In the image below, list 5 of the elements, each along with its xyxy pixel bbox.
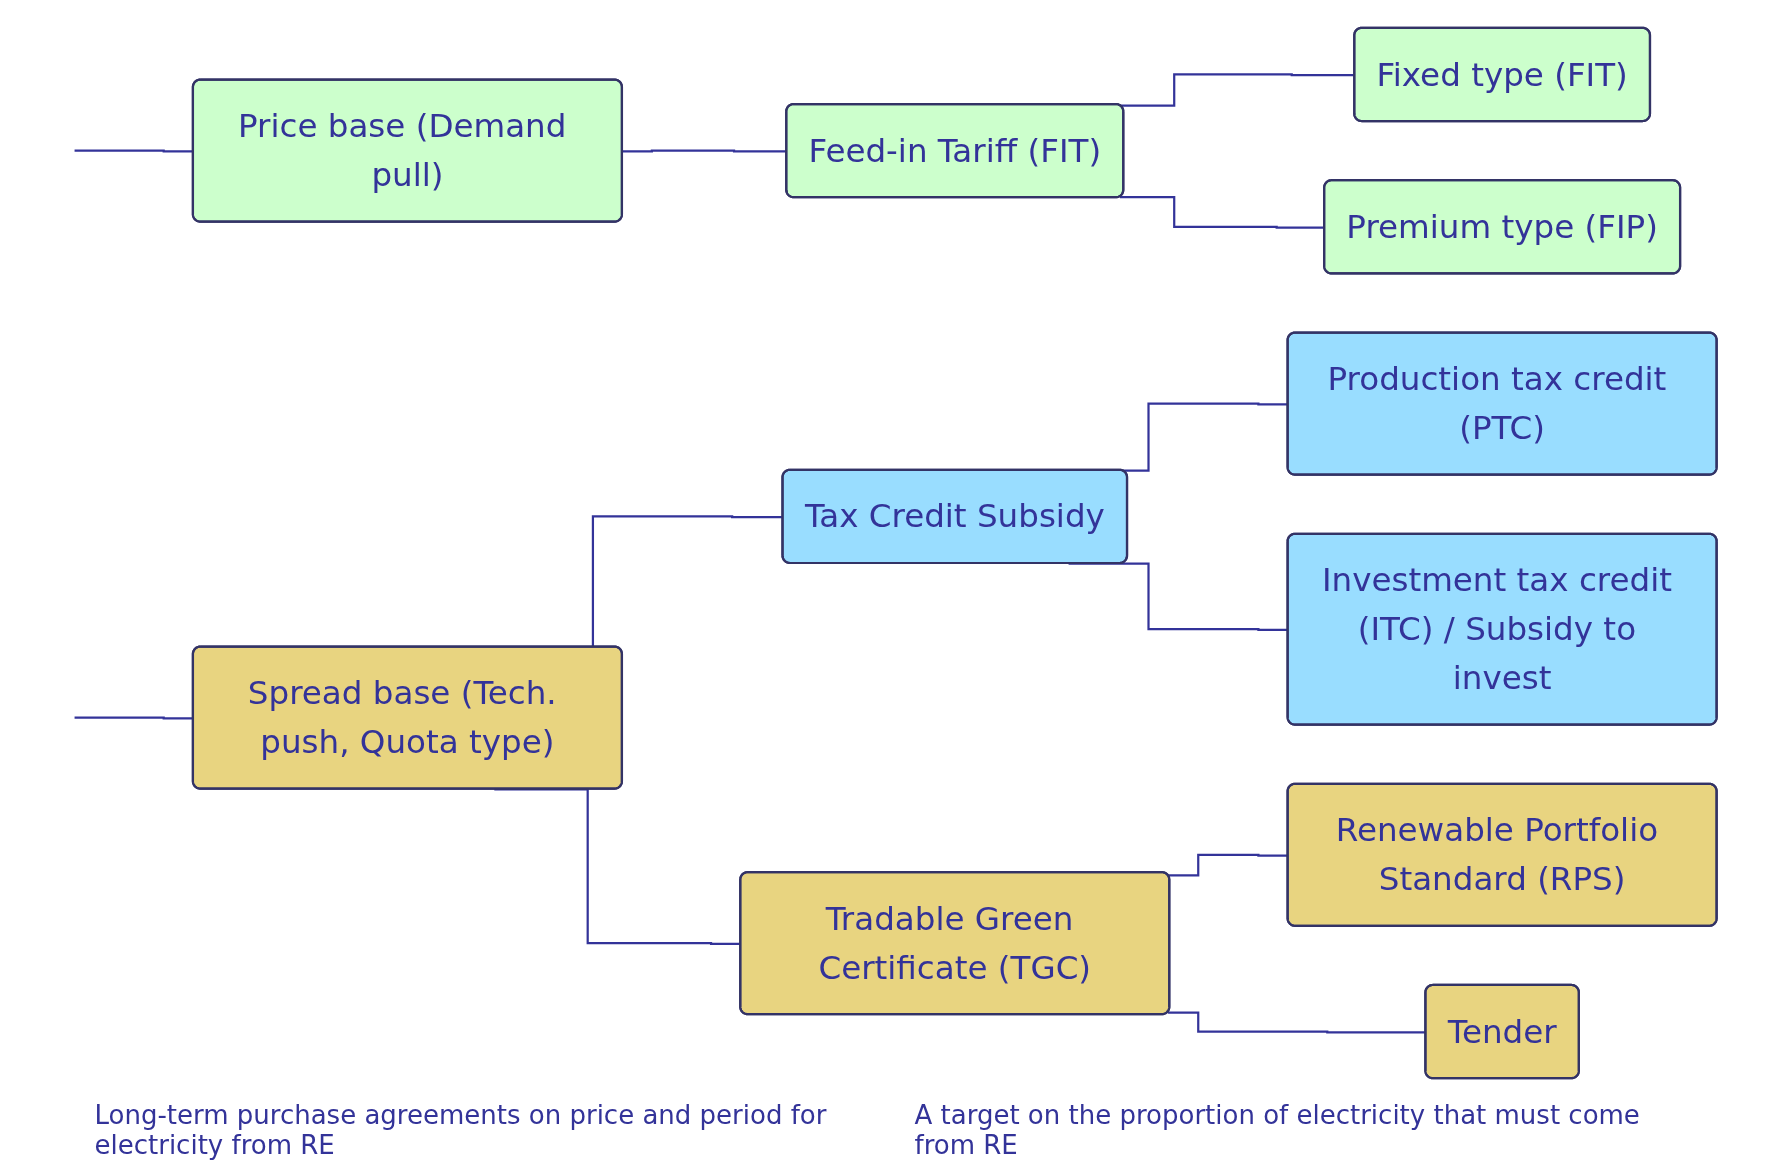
note-text: Long-term purchase agreements on price and period for electricity from RE: [94, 1100, 828, 1160]
connector: [622, 149, 787, 153]
note-text: A target on the proportion of electricity that must come from RE: [914, 1100, 1641, 1160]
connector: [1120, 73, 1355, 107]
connector: [1120, 196, 1325, 229]
